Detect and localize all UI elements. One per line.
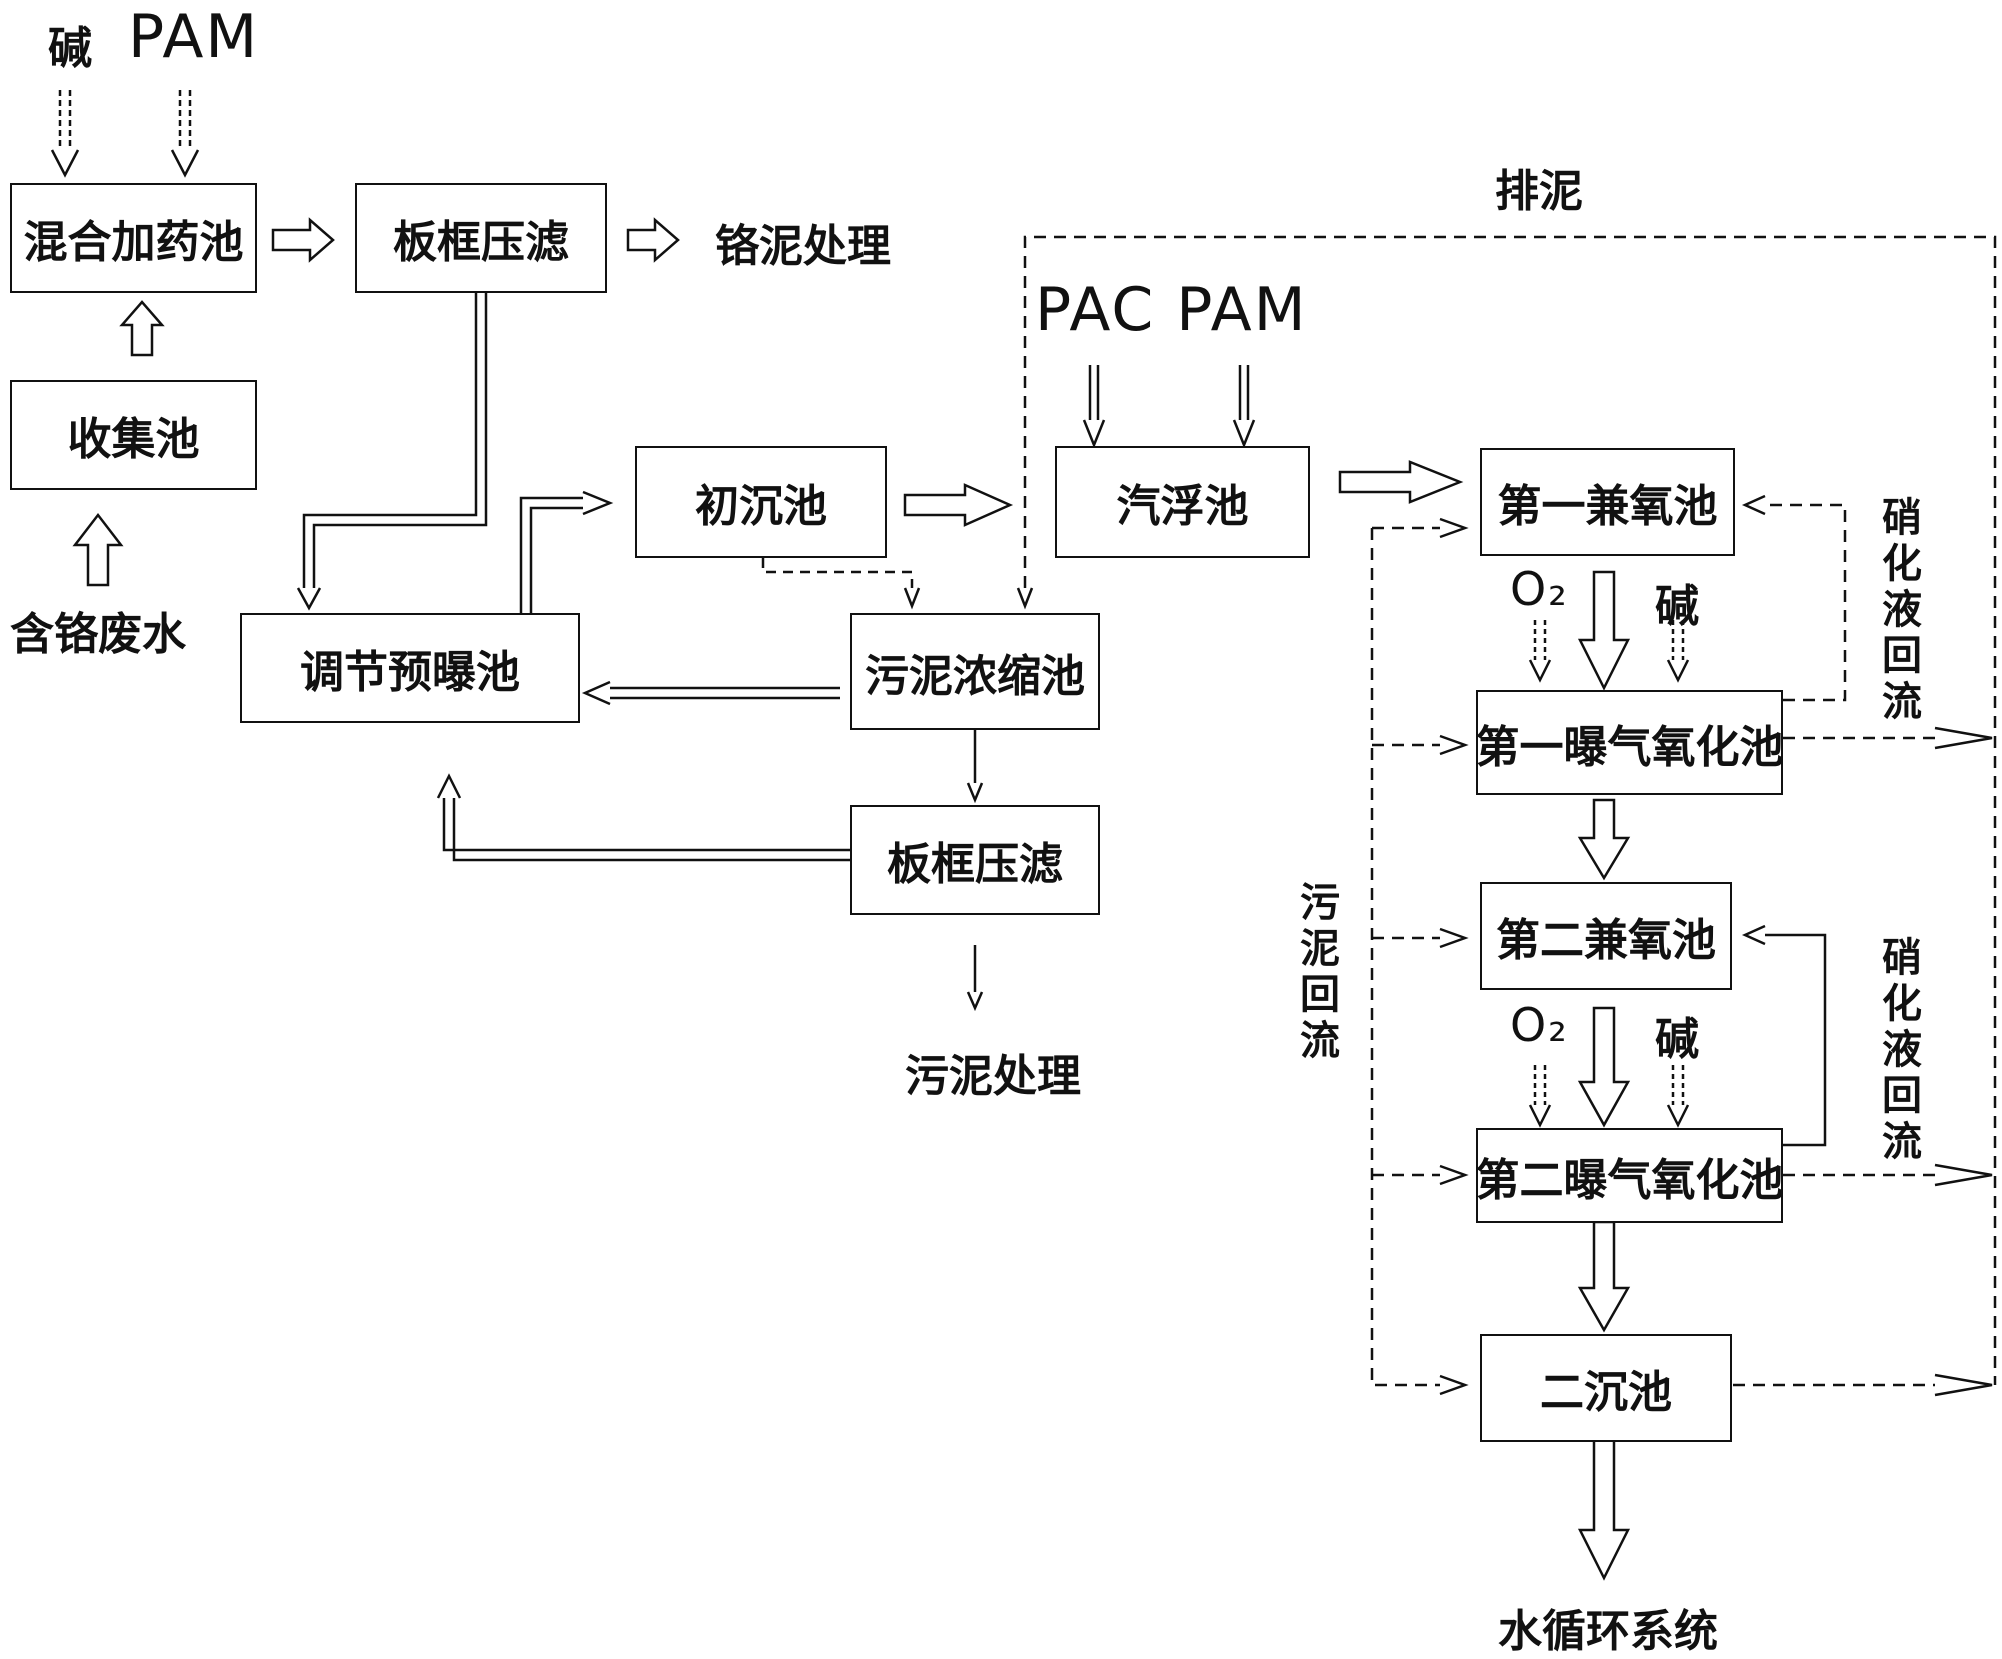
hollow-arrow-anoxic2-to-aeration2 — [1577, 1006, 1631, 1128]
hollow-arrow-anoxic1-to-aeration1 — [1577, 570, 1631, 691]
arrowhead-alkali — [50, 149, 80, 178]
sludge-thickening-tank: 污泥浓缩池 — [850, 613, 1100, 730]
hollow-arrow-mixing-to-press — [271, 217, 335, 263]
anoxic-tank-2: 第二兼氧池 — [1480, 882, 1732, 990]
arrowhead-nitrified-return-2 — [1741, 924, 1766, 946]
arrowhead-pac — [1082, 419, 1106, 449]
hollow-arrow-aeration1-to-anoxic2 — [1577, 798, 1631, 881]
arrowhead-pam-2 — [1232, 419, 1256, 449]
arrowhead-regulating-to-primary — [582, 490, 614, 516]
air-flotation-tank: 汽浮池 — [1055, 446, 1310, 558]
sludge-treatment-label: 污泥处理 — [905, 1051, 1081, 1102]
arrowhead-press-to-regulating — [296, 587, 322, 611]
sludge-return-label: 污泥回流 — [1300, 879, 1340, 1064]
arrowhead-thickening-to-press2 — [966, 782, 984, 804]
mixing-dosing-tank: 混合加药池 — [10, 183, 257, 293]
arrowhead-discharge-to-thickening — [1016, 587, 1034, 610]
arrowhead-thickening-to-regulating — [581, 680, 611, 706]
water-cycle-system-label: 水循环系统 — [1498, 1606, 1718, 1657]
sludge-discharge-label: 排泥 — [1495, 166, 1583, 217]
hollow-arrow-aeration2-to-secondary — [1577, 1220, 1631, 1333]
o2-label-1: O₂ — [1510, 562, 1569, 616]
nitrified-liquid-return-label-1: 硝化液回流 — [1882, 494, 1922, 725]
arrowhead-primary-to-thickening — [903, 587, 921, 610]
aeration-oxidation-tank-2: 第二曝气氧化池 — [1476, 1128, 1784, 1223]
arrowhead-nitrified-return-1 — [1741, 494, 1766, 516]
alkali-label-top: 碱 — [48, 23, 92, 74]
hollow-arrow-flotation-to-anoxic1 — [1338, 460, 1464, 504]
aeration-oxidation-tank-1: 第一曝气氧化池 — [1476, 690, 1784, 795]
arrowhead-press2-to-treatment — [966, 991, 984, 1012]
dashed-input-arrows-mixing — [58, 90, 192, 150]
regulating-pre-aeration-tank: 调节预曝池 — [240, 613, 580, 723]
hollow-arrow-primary-to-flotation — [903, 483, 1014, 527]
arrowhead-press2-to-regulating — [436, 773, 462, 799]
hollow-arrow-press-to-sludge — [626, 217, 680, 263]
alkali-label-1: 碱 — [1655, 581, 1699, 632]
chrome-sludge-treatment-label: 铬泥处理 — [715, 221, 891, 272]
arrowhead-alkali-1 — [1666, 659, 1690, 683]
hollow-arrow-secondary-to-cycle — [1577, 1438, 1631, 1581]
o2-label-2: O₂ — [1510, 998, 1569, 1052]
arrowhead-o2-1 — [1528, 659, 1552, 683]
arrowhead-pam — [170, 149, 200, 178]
collection-tank: 收集池 — [10, 380, 257, 490]
arrowhead-alkali-2 — [1666, 1104, 1690, 1128]
secondary-settling-tank: 二沉池 — [1480, 1334, 1732, 1442]
pac-pam-label: PAC PAM — [1035, 275, 1308, 345]
nitrified-liquid-return-label-2: 硝化液回流 — [1882, 934, 1922, 1165]
hollow-arrow-wastewater-in — [72, 512, 124, 587]
pam-label-top: PAM — [128, 2, 260, 72]
filter-press-1: 板框压滤 — [355, 183, 607, 293]
hollow-arrow-collection-to-mixing — [119, 300, 165, 357]
chrome-wastewater-label: 含铬废水 — [10, 609, 186, 660]
filter-press-2: 板框压滤 — [850, 805, 1100, 915]
arrowhead-o2-2 — [1528, 1104, 1552, 1128]
anoxic-tank-1: 第一兼氧池 — [1480, 448, 1735, 556]
dashed-sludge-return-line — [1370, 528, 1440, 1387]
alkali-label-2: 碱 — [1655, 1014, 1699, 1065]
primary-settling-tank: 初沉池 — [635, 446, 887, 558]
